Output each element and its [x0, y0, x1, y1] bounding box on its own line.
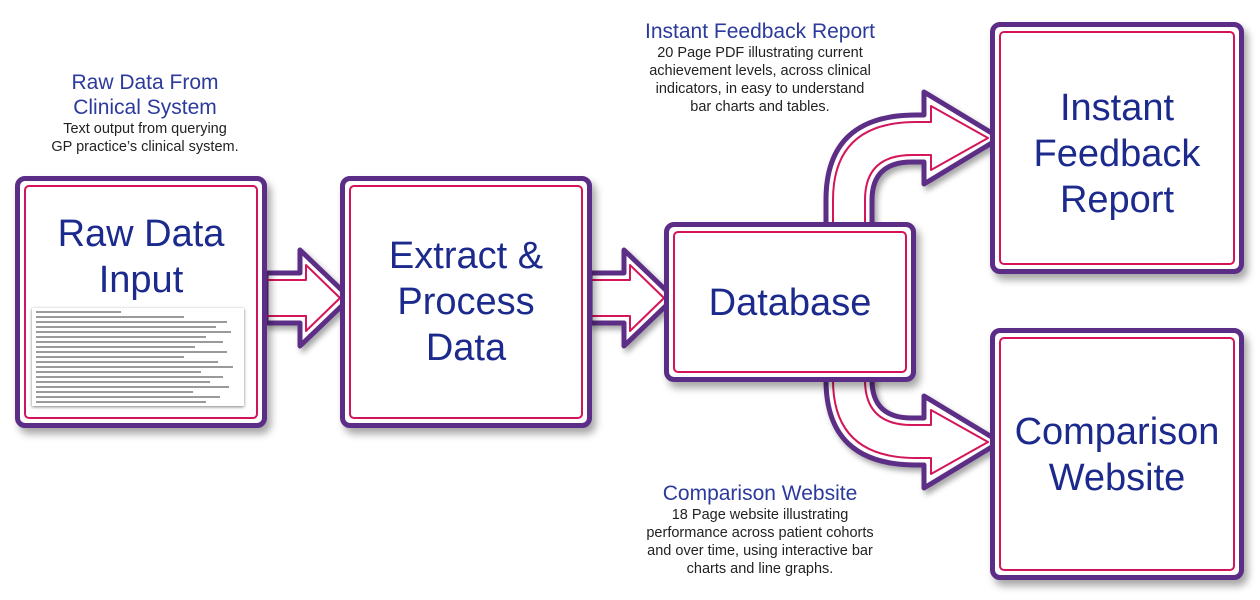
instant-report-caption: Instant Feedback Report 20 Page PDF illu… [620, 19, 900, 116]
raw-caption-title-line1: Raw Data From [71, 71, 219, 94]
instant-caption-title: Instant Feedback Report [645, 20, 875, 43]
extract-title-line1: Extract & [388, 235, 544, 277]
instant-title-line2: Feedback [1033, 133, 1201, 175]
extract-title-line3: Data [425, 327, 507, 369]
raw-caption-desc-line2: GP practice’s clinical system. [51, 139, 239, 155]
comparison-website-box: Comparison Website [990, 328, 1244, 580]
arrow-extract-to-database [587, 247, 677, 349]
comparison-website-caption: Comparison Website 18 Page website illus… [620, 481, 900, 578]
instant-feedback-report-title: Instant Feedback Report [995, 85, 1239, 223]
instant-title-line1: Instant [1059, 87, 1175, 129]
raw-data-title-line2: Input [98, 259, 184, 301]
comparison-caption-desc-line1: 18 Page website illustrating [671, 507, 849, 523]
comparison-title-line1: Comparison [1014, 411, 1220, 453]
extract-process-title: Extract & Process Data [345, 233, 587, 371]
extract-process-box: Extract & Process Data [340, 176, 592, 428]
extract-title-line2: Process [397, 281, 535, 323]
raw-data-title-line1: Raw Data [57, 213, 225, 255]
database-box: Database [664, 222, 916, 382]
raw-caption-title-line2: Clinical System [73, 96, 217, 119]
arrow-database-to-website [823, 367, 1003, 491]
comparison-website-title: Comparison Website [995, 409, 1239, 501]
instant-title-line3: Report [1059, 179, 1175, 221]
arrow-database-to-report [823, 89, 1003, 233]
comparison-title-line2: Website [1048, 457, 1186, 499]
instant-caption-desc-line1: 20 Page PDF illustrating current [657, 45, 863, 61]
raw-data-caption: Raw Data From Clinical System Text outpu… [20, 70, 270, 156]
raw-caption-desc-line1: Text output from querying [63, 121, 227, 137]
raw-data-input-title: Raw Data Input [20, 211, 262, 303]
instant-caption-desc-line2: achievement levels, across clinical [649, 63, 871, 79]
comparison-caption-desc-line4: charts and line graphs. [686, 561, 834, 577]
comparison-caption-desc-line2: performance across patient cohorts [646, 525, 874, 541]
comparison-caption-title: Comparison Website [662, 482, 858, 505]
instant-caption-desc-line4: bar charts and tables. [690, 99, 830, 115]
instant-caption-desc-line3: indicators, in easy to understand [655, 81, 865, 97]
comparison-caption-desc-line3: and over time, using interactive bar [647, 543, 873, 559]
instant-feedback-report-box: Instant Feedback Report [990, 22, 1244, 274]
raw-text-output-thumbnail [32, 308, 244, 406]
database-title: Database [708, 282, 872, 324]
arrow-raw-to-extract [263, 247, 353, 349]
